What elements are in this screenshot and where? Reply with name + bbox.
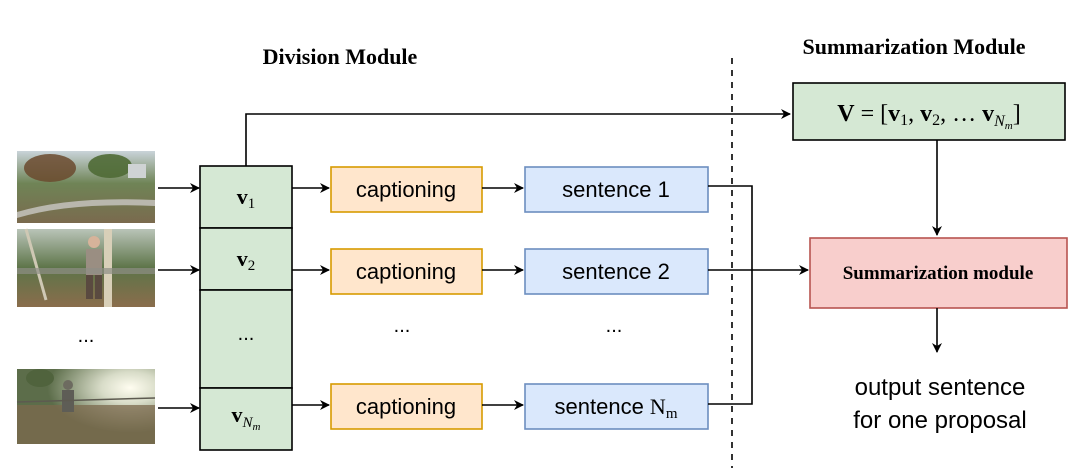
captioning-box-1 — [330, 166, 483, 213]
arrow-v1-to-vbox — [245, 109, 791, 166]
captioning-label-n: captioning — [356, 394, 456, 419]
captioning-ellipsis: ... — [394, 315, 411, 337]
summarization-module-heading: Summarization Module — [802, 34, 1025, 59]
segment-column — [199, 165, 293, 451]
sentence-box-2 — [524, 248, 709, 295]
segment-ellipsis: ... — [238, 323, 255, 345]
segment-v2-box — [199, 227, 293, 291]
v-vector-box — [792, 82, 1066, 141]
segment-v1-box — [199, 165, 293, 229]
output-sentence-line2: for one proposal — [853, 407, 1026, 434]
segment-v1-label: v1 — [237, 184, 256, 212]
sentence-box-n — [524, 383, 709, 430]
captioning-label-2: captioning — [356, 259, 456, 284]
output-sentence-line1: output sentence — [855, 374, 1026, 401]
frame-2 — [17, 228, 155, 307]
division-module-heading: Division Module — [263, 44, 418, 69]
segment-vn-box — [199, 387, 293, 451]
frames-ellipsis: ... — [78, 325, 95, 347]
captioning-label-1: captioning — [356, 177, 456, 202]
segment-vn-label: vNm — [232, 402, 261, 433]
captioning-box-2 — [330, 248, 483, 295]
frame-3 — [16, 369, 156, 444]
sentence-label-2: sentence 2 — [562, 259, 670, 284]
summarization-module-label: Summarization module — [843, 263, 1034, 284]
segment-v2-label: v2 — [237, 246, 256, 274]
sentence-box-1 — [524, 166, 709, 213]
segment-ellipsis-box — [199, 289, 293, 389]
sentence-ellipsis: ... — [606, 315, 623, 337]
frame-1 — [17, 151, 155, 223]
sentence-label-n: sentence Nm — [555, 394, 678, 422]
v-vector-formula: V = [v1, v2, … vNm] — [837, 101, 1021, 132]
connector-sentence1 — [708, 185, 753, 270]
connector-sentencen — [708, 270, 753, 405]
captioning-box-n — [330, 383, 483, 430]
sentence-label-1: sentence 1 — [562, 177, 670, 202]
summarization-module-box — [809, 237, 1068, 309]
